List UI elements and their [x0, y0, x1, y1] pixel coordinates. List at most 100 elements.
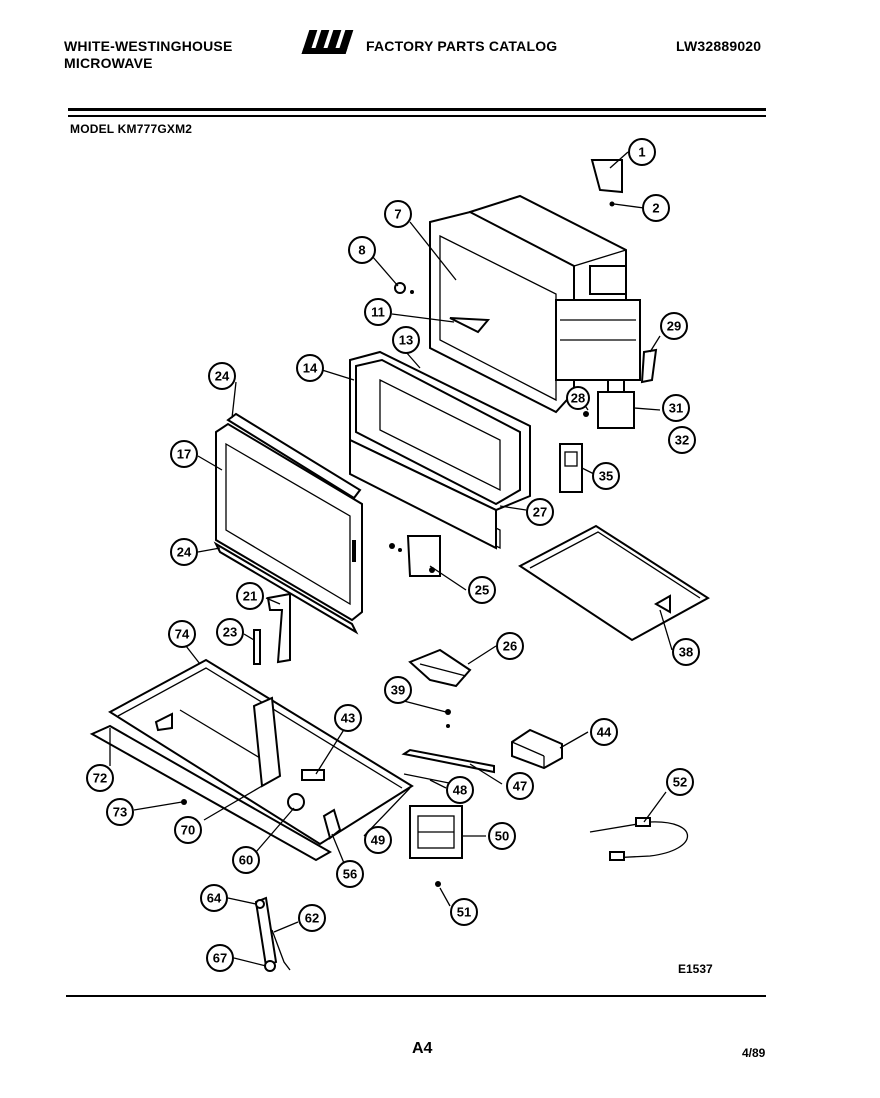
- callout-50: 50: [488, 822, 516, 850]
- part-52-power-cord: [589, 817, 689, 861]
- callout-52: 52: [666, 768, 694, 796]
- part-43-bracket: [301, 769, 325, 781]
- callout-70: 70: [174, 816, 202, 844]
- svg-text:49: 49: [371, 833, 385, 848]
- svg-text:39: 39: [391, 683, 405, 698]
- callout-26: 26: [496, 632, 524, 660]
- callout-44: 44: [590, 718, 618, 746]
- callout-43: 43: [334, 704, 362, 732]
- svg-text:47: 47: [513, 779, 527, 794]
- callout-1: 1: [628, 138, 656, 166]
- svg-text:73: 73: [113, 805, 127, 820]
- svg-text:48: 48: [453, 783, 467, 798]
- callout-2: 2: [642, 194, 670, 222]
- callout-29: 29: [660, 312, 688, 340]
- callout-7: 7: [384, 200, 412, 228]
- callout-48: 48: [446, 776, 474, 804]
- callout-74: 74: [168, 620, 196, 648]
- svg-text:32: 32: [675, 433, 689, 448]
- svg-text:52: 52: [673, 775, 687, 790]
- callout-8: 8: [348, 236, 376, 264]
- part-38-bottom-plate: [518, 524, 710, 642]
- svg-text:31: 31: [669, 401, 683, 416]
- svg-text:35: 35: [599, 469, 613, 484]
- svg-text:21: 21: [243, 589, 257, 604]
- part-73-screw: [181, 799, 187, 805]
- svg-text:27: 27: [533, 505, 547, 520]
- brand-line-1: WHITE-WESTINGHOUSE: [64, 38, 233, 54]
- door-frame-assembly: [349, 350, 531, 550]
- callout-60: 60: [232, 846, 260, 874]
- brand-line-2: MICROWAVE: [64, 55, 153, 71]
- svg-text:23: 23: [223, 625, 237, 640]
- svg-text:64: 64: [207, 891, 222, 906]
- header-rule-thick: [68, 108, 766, 111]
- svg-text:43: 43: [341, 711, 355, 726]
- oven-cavity-assembly: [429, 194, 641, 414]
- part-56-clip: [322, 808, 342, 840]
- callout-35: 35: [592, 462, 620, 490]
- part-23-rod: [253, 629, 261, 665]
- svg-text:13: 13: [399, 333, 413, 348]
- svg-text:17: 17: [177, 447, 191, 462]
- part-47-bar: [401, 748, 495, 774]
- svg-text:67: 67: [213, 951, 227, 966]
- part-62-64-67-hardware: [254, 896, 291, 972]
- callout-67: 67: [206, 944, 234, 972]
- part-39-screw: [445, 709, 451, 728]
- svg-text:11: 11: [371, 305, 385, 320]
- svg-text:44: 44: [597, 725, 612, 740]
- callout-32: 32: [668, 426, 696, 454]
- catalog-title: FACTORY PARTS CATALOG: [366, 38, 558, 54]
- callout-17: 17: [170, 440, 198, 468]
- svg-text:51: 51: [457, 905, 471, 920]
- svg-text:74: 74: [175, 627, 190, 642]
- header-rule-thin: [68, 115, 766, 117]
- part-25-latch-bracket: [389, 535, 441, 577]
- part-60-motor: [287, 793, 305, 811]
- part-74-base-chassis: [89, 658, 414, 862]
- callout-13: 13: [392, 326, 420, 354]
- svg-text:24: 24: [177, 545, 192, 560]
- drawing-code: E1537: [678, 962, 713, 976]
- callout-24-bottom: 24: [170, 538, 198, 566]
- callout-27: 27: [526, 498, 554, 526]
- footer-rule: [66, 995, 766, 997]
- svg-text:8: 8: [358, 243, 365, 258]
- part-29-bracket: [640, 348, 658, 384]
- date-code: 4/89: [742, 1046, 766, 1060]
- callout-72: 72: [86, 764, 114, 792]
- svg-text:2: 2: [652, 201, 659, 216]
- part-8-screw: [394, 282, 414, 294]
- svg-text:50: 50: [495, 829, 509, 844]
- callout-24-top: 24: [208, 362, 236, 390]
- callout-23: 23: [216, 618, 244, 646]
- svg-text:60: 60: [239, 853, 253, 868]
- svg-text:28: 28: [571, 391, 585, 406]
- svg-text:24: 24: [215, 369, 230, 384]
- callout-64: 64: [200, 884, 228, 912]
- callout-25: 25: [468, 576, 496, 604]
- part-1-bracket: [590, 159, 623, 207]
- callout-14: 14: [296, 354, 324, 382]
- part-70-stirrer-bracket: [252, 696, 282, 788]
- svg-text:25: 25: [475, 583, 489, 598]
- svg-text:62: 62: [305, 911, 319, 926]
- part-11-arrow-bracket: [449, 317, 491, 334]
- callout-38: 38: [672, 638, 700, 666]
- callout-73: 73: [106, 798, 134, 826]
- part-21-bracket: [266, 592, 291, 664]
- callout-51: 51: [450, 898, 478, 926]
- callout-21: 21: [236, 582, 264, 610]
- door-panel-assembly: [213, 412, 363, 635]
- magnetron: [583, 379, 635, 429]
- leader-lines: [109, 151, 673, 967]
- page-number: A4: [412, 1040, 433, 1057]
- callout-62: 62: [298, 904, 326, 932]
- part-50-transformer: [409, 805, 463, 887]
- part-44-capacitor: [511, 728, 563, 770]
- svg-text:29: 29: [667, 319, 681, 334]
- svg-text:38: 38: [679, 645, 693, 660]
- model-label: MODEL KM777GXM2: [70, 122, 193, 136]
